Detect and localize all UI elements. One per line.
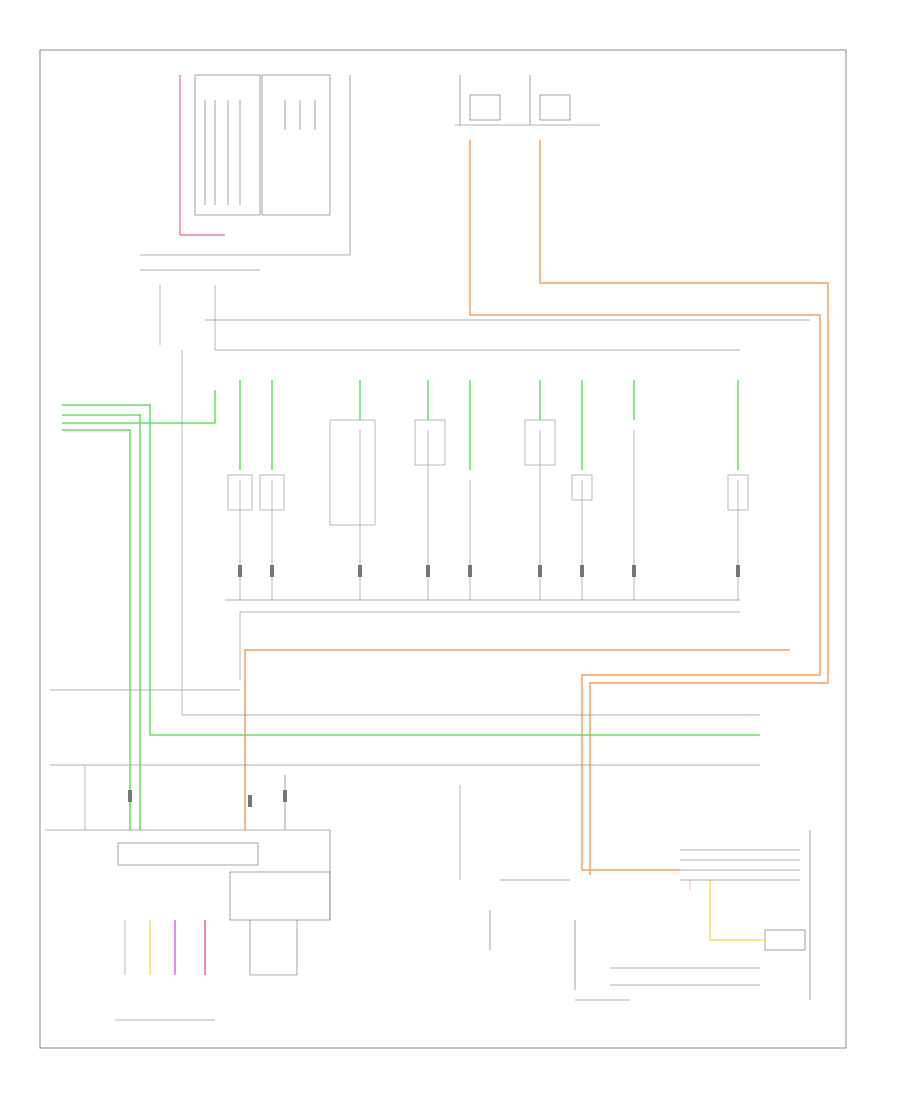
diagram-border xyxy=(39,49,847,1049)
grey-wiring xyxy=(50,285,810,880)
bottom-right-module xyxy=(489,830,811,1001)
connector-ticks xyxy=(128,565,740,807)
top-fuse-connectors xyxy=(455,75,600,126)
green-wires xyxy=(62,380,760,830)
bottom-left-module xyxy=(45,775,331,1021)
top-connector-block xyxy=(140,74,351,271)
